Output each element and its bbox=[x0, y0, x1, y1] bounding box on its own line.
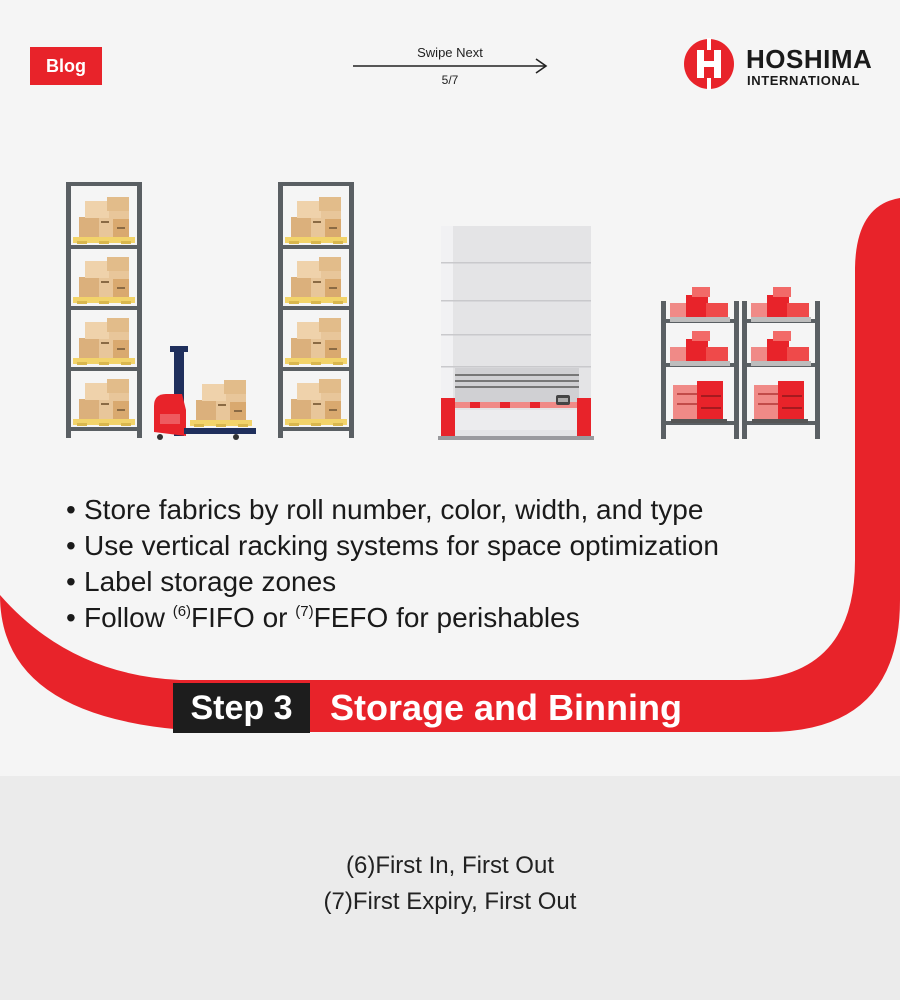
bullet-dot: • bbox=[66, 602, 76, 633]
bullet-item: • Follow (6)FIFO or (7)FEFO for perishabl… bbox=[66, 600, 719, 636]
bullet-dot: • bbox=[66, 530, 76, 561]
bullet-item: • Use vertical racking systems for space … bbox=[66, 528, 719, 564]
pallet-stacker-icon bbox=[154, 346, 256, 440]
step-title: Storage and Binning bbox=[330, 687, 683, 728]
brand-logo: HOSHIMA INTERNATIONAL bbox=[682, 38, 882, 90]
swipe-next-indicator[interactable]: Swipe Next 5/7 bbox=[352, 44, 552, 90]
bullet-text: FEFO for perishables bbox=[313, 602, 580, 633]
arrow-right-icon bbox=[353, 58, 548, 74]
brand-subtitle: INTERNATIONAL bbox=[747, 73, 860, 88]
bullet-text: Follow bbox=[84, 602, 173, 633]
bullet-text: Store fabrics by roll number, color, wid… bbox=[84, 494, 704, 525]
bullet-list: • Store fabrics by roll number, color, wi… bbox=[66, 492, 719, 636]
background-swoosh bbox=[0, 198, 900, 732]
footnote-6: (6)First In, First Out bbox=[345, 852, 554, 879]
footnotes: (6)First In, First Out (7)First Expiry, … bbox=[0, 848, 900, 920]
slide-card: Blog Swipe Next 5/7 HOSHIMA INTERNATIONA… bbox=[0, 0, 900, 733]
brand-name: HOSHIMA bbox=[746, 44, 873, 74]
blog-tag[interactable]: Blog bbox=[30, 47, 102, 85]
footnote-ref-6: (6) bbox=[172, 603, 192, 620]
bullet-dot: • bbox=[66, 494, 76, 525]
step-label: Step 3 bbox=[173, 683, 310, 733]
bullet-item: • Store fabrics by roll number, color, wi… bbox=[66, 492, 719, 528]
page-indicator: 5/7 bbox=[441, 73, 459, 87]
bullet-item: • Label storage zones bbox=[66, 564, 719, 600]
hoshima-logo-icon bbox=[684, 38, 734, 90]
bullet-text: Use vertical racking systems for space o… bbox=[84, 530, 719, 561]
warehouse-illustration bbox=[0, 0, 900, 440]
shelving-unit-icon bbox=[661, 287, 820, 439]
bullet-dot: • bbox=[66, 566, 76, 597]
vertical-lift-module-icon bbox=[438, 226, 594, 440]
swipe-next-label: Swipe Next bbox=[417, 45, 483, 60]
bullet-text: Label storage zones bbox=[84, 566, 337, 597]
footnote-7: (7)First Expiry, First Out bbox=[323, 888, 577, 915]
footnotes-area bbox=[0, 776, 900, 1000]
footnote-ref-7: (7) bbox=[295, 603, 314, 620]
bullet-text: FIFO or bbox=[191, 602, 296, 633]
